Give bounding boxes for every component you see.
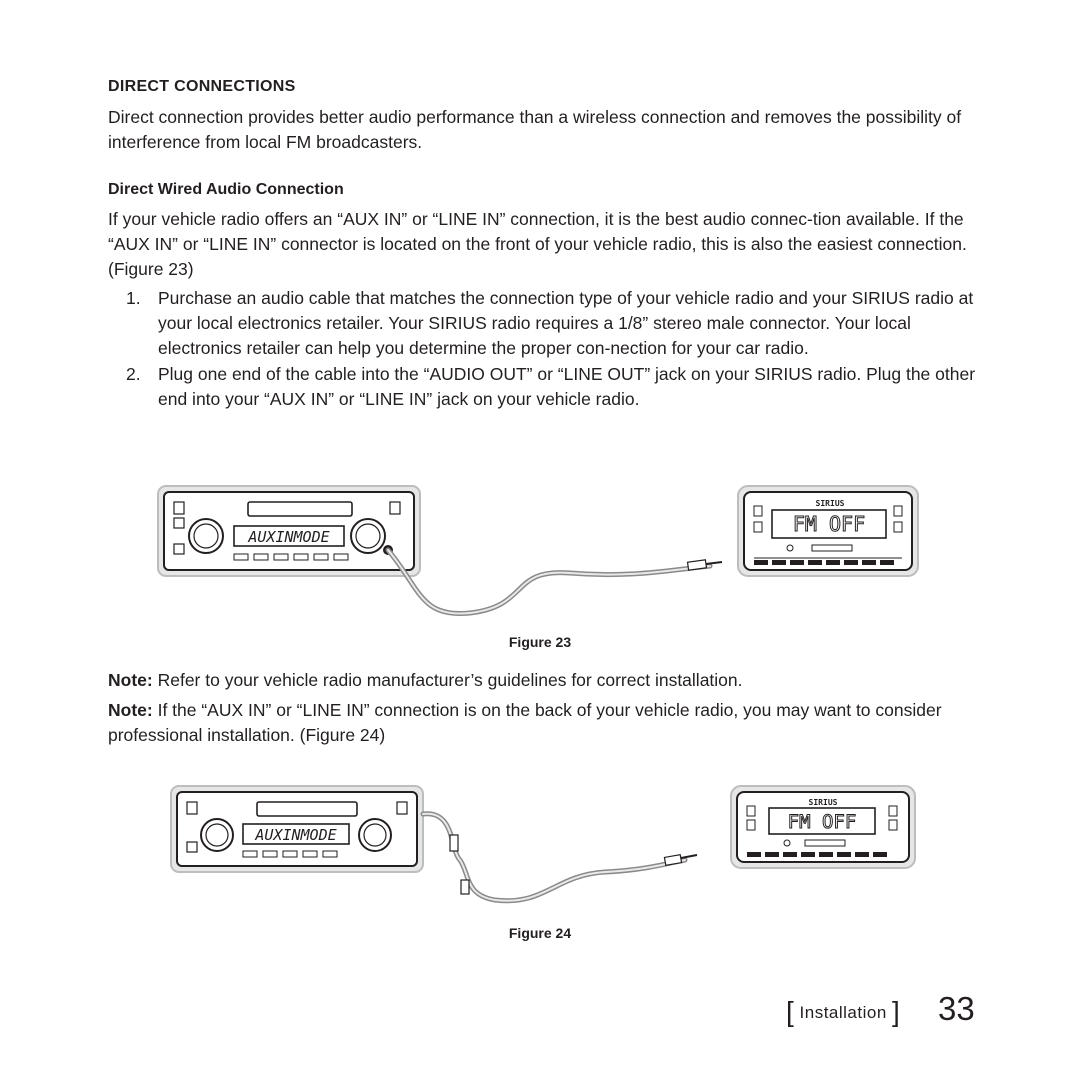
sirius-display-text: FM OFF xyxy=(793,512,865,536)
footer-section-label: [ Installation ] xyxy=(786,996,900,1028)
car-stereo: AUXINMODE xyxy=(157,485,421,577)
sirius-display-text: FM OFF xyxy=(788,811,857,833)
intro-paragraph: Direct connection provides better audio … xyxy=(108,107,962,152)
sirius-radio: SIRIUS FM OFF xyxy=(730,785,916,869)
figure-23-illustration: AUXINMODE SIRIUS FM OFF xyxy=(157,485,919,617)
section-label-text: Installation xyxy=(799,1003,887,1022)
audio-cable xyxy=(385,547,713,617)
figure-24-caption: Figure 24 xyxy=(508,925,572,941)
page-number: 33 xyxy=(938,990,975,1027)
car-stereo: AUXINMODE xyxy=(170,785,424,873)
note-label: Note: xyxy=(108,670,153,690)
list-item: 1. Purchase an audio cable that matches … xyxy=(108,286,978,361)
list-item: 2. Plug one end of the cable into the “A… xyxy=(108,362,978,412)
sirius-radio: SIRIUS FM OFF xyxy=(737,485,919,577)
note-text: If the “AUX IN” or “LINE IN” connection … xyxy=(108,700,942,745)
steps-list: 1. Purchase an audio cable that matches … xyxy=(108,286,978,413)
note-text: Refer to your vehicle radio manufacturer… xyxy=(152,670,743,690)
note-1: Note: Refer to your vehicle radio manufa… xyxy=(108,668,978,693)
figure-23-caption: Figure 23 xyxy=(508,634,572,650)
bracket-left: [ xyxy=(786,996,795,1027)
step-number: 2. xyxy=(126,364,141,384)
subsection-title: Direct Wired Audio Connection xyxy=(108,181,344,198)
car-display-text: AUXINMODE xyxy=(254,826,336,844)
sirius-logo: SIRIUS xyxy=(816,499,845,508)
sirius-logo: SIRIUS xyxy=(809,798,838,807)
step-text: Plug one end of the cable into the “AUDI… xyxy=(158,364,976,409)
step-text: Purchase an audio cable that matches the… xyxy=(158,288,974,358)
car-display-text: AUXINMODE xyxy=(247,528,329,546)
bracket-right: ] xyxy=(892,996,901,1027)
figure-24-illustration: AUXINMODE SIRIUS FM OFF xyxy=(170,785,916,904)
step-number: 1. xyxy=(126,288,141,308)
subsection-paragraph: If your vehicle radio offers an “AUX IN”… xyxy=(108,209,967,279)
note-2: Note: If the “AUX IN” or “LINE IN” conne… xyxy=(108,698,978,748)
section-title: DIRECT CONNECTIONS xyxy=(108,78,296,95)
note-label: Note: xyxy=(108,700,153,720)
